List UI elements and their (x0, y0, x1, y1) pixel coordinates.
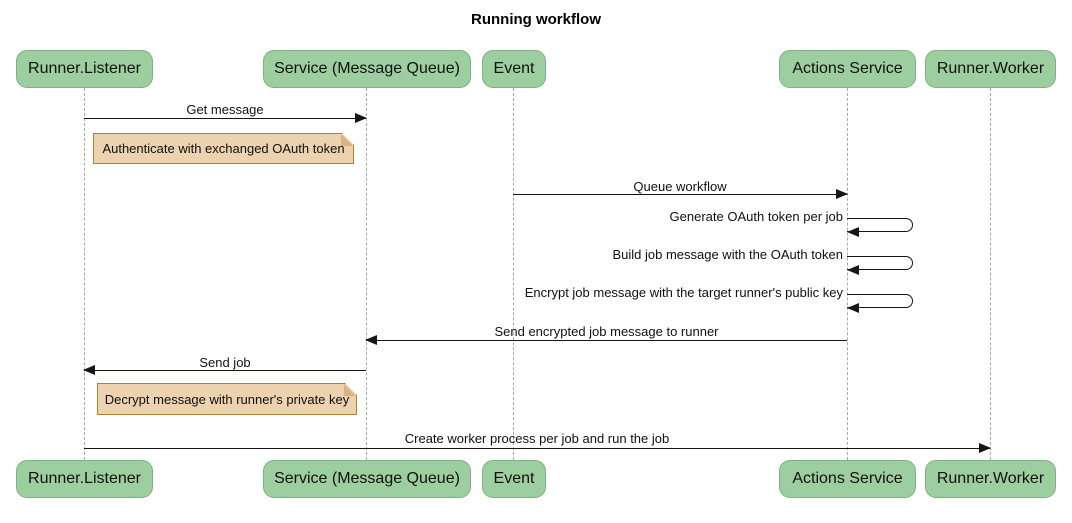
actor-bottom-event: Event (482, 460, 546, 498)
self-message-loop-encrypt-job-message (847, 294, 913, 313)
message-label-send-job: Send job (199, 355, 251, 370)
note-authenticate-oauth: Authenticate with exchanged OAuth token (93, 133, 354, 164)
self-message-label-build-job-message: Build job message with the OAuth token (612, 247, 843, 262)
message-label-get-message: Get message (186, 102, 264, 117)
actor-bottom-service-message-queue: Service (Message Queue) (263, 460, 471, 498)
message-arrow-create-worker-process (84, 443, 991, 453)
note-authenticate-oauth-text: Authenticate with exchanged OAuth token (102, 141, 345, 156)
message-arrow-queue-workflow (513, 189, 848, 199)
lifeline-runner-listener (84, 88, 85, 460)
lifeline-service-message-queue (366, 88, 367, 460)
actor-bottom-runner-listener: Runner.Listener (16, 460, 153, 498)
actor-top-runner-listener: Runner.Listener (16, 50, 153, 88)
diagram-title: Running workflow (471, 11, 601, 28)
lifeline-event (513, 88, 514, 460)
note-decrypt-message-text: Decrypt message with runner's private ke… (104, 391, 350, 407)
message-arrow-send-encrypted-job-message (365, 335, 847, 345)
lifeline-runner-worker (990, 88, 991, 460)
actor-bottom-actions-service: Actions Service (779, 460, 916, 498)
message-arrow-send-job (83, 365, 366, 375)
note-fold-corner-icon (344, 384, 356, 396)
message-label-send-encrypted-job-message: Send encrypted job message to runner (494, 324, 719, 339)
message-arrow-get-message (84, 113, 367, 123)
self-message-loop-build-job-message (847, 256, 913, 275)
note-fold-corner-icon (341, 134, 353, 146)
note-decrypt-message: Decrypt message with runner's private ke… (97, 383, 357, 415)
actor-top-runner-worker: Runner.Worker (925, 50, 1056, 88)
self-message-label-encrypt-job-message: Encrypt job message with the target runn… (524, 285, 843, 300)
actor-top-event: Event (482, 50, 546, 88)
self-message-label-generate-oauth-token: Generate OAuth token per job (669, 209, 843, 224)
actor-top-service-message-queue: Service (Message Queue) (263, 50, 471, 88)
actor-bottom-runner-worker: Runner.Worker (925, 460, 1056, 498)
message-label-queue-workflow: Queue workflow (633, 179, 727, 194)
message-label-create-worker-process: Create worker process per job and run th… (404, 431, 670, 446)
actor-top-actions-service: Actions Service (779, 50, 916, 88)
self-message-loop-generate-oauth-token (847, 218, 913, 237)
